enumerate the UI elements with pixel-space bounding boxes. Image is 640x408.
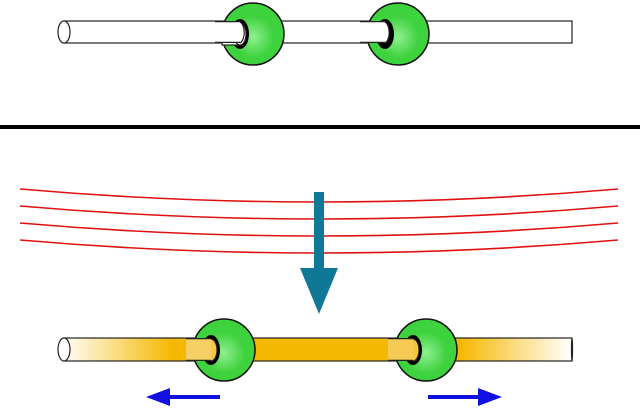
top-rod-end-cap (57, 20, 71, 44)
green-bead-icon (360, 2, 430, 66)
bottom-panel (19, 188, 619, 406)
bottom-rod-body (63, 337, 573, 362)
left-arrow-icon (146, 388, 220, 406)
green-bead-icon (215, 2, 285, 66)
bottom-rod (57, 337, 574, 362)
down-arrow-icon (300, 192, 338, 314)
green-bead-icon (186, 318, 256, 382)
green-bead-icon (388, 318, 458, 382)
top-rod (57, 20, 573, 44)
top-panel (57, 2, 573, 66)
right-arrow-icon (428, 388, 502, 406)
top-rod-body (63, 20, 573, 44)
bottom-rod-end-cap (57, 337, 71, 362)
